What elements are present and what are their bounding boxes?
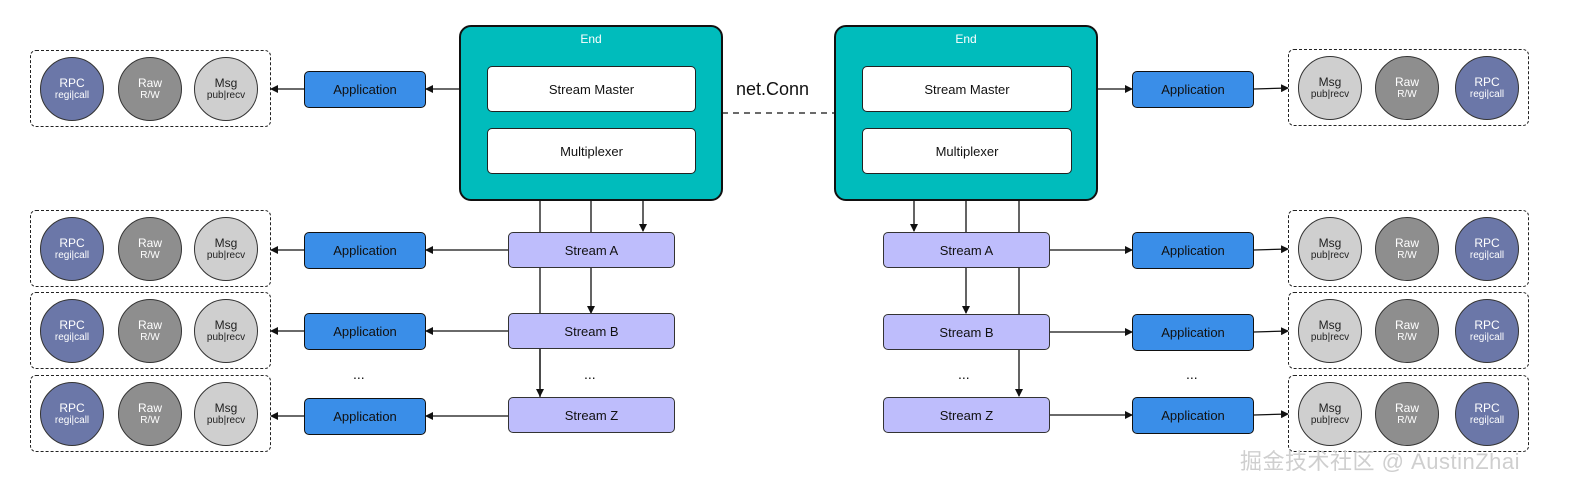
right-service-group-2 [1288,292,1529,369]
left-stream-b: Stream B [508,313,675,349]
left-stream-ellipsis: ... [584,366,596,382]
right-application-z: Application [1132,397,1254,434]
right-service-group-3 [1288,375,1529,452]
left-application-b: Application [304,313,426,350]
net-conn-label: net.Conn [736,79,810,99]
left-service-group-3 [30,375,271,452]
watermark: 掘金技术社区 @ AustinZhai [1240,449,1520,474]
left-app-ellipsis: ... [353,366,365,382]
right-application-b: Application [1132,314,1254,351]
right-service-group-1 [1288,210,1529,287]
left-end-box: End [459,25,723,201]
right-service-group-0 [1288,49,1529,126]
right-application-master: Application [1132,71,1254,108]
right-application-a: Application [1132,232,1254,269]
left-stream-master: Stream Master [487,66,696,112]
left-end-title: End [580,32,602,46]
left-service-group-1 [30,210,271,287]
left-application-z: Application [304,398,426,435]
right-stream-a: Stream A [883,232,1050,268]
left-service-group-0 [30,50,271,127]
right-end-title: End [955,32,977,46]
left-application-master: Application [304,71,426,108]
right-stream-b: Stream B [883,314,1050,350]
right-multiplexer: Multiplexer [862,128,1072,174]
right-stream-master: Stream Master [862,66,1072,112]
left-application-a: Application [304,232,426,269]
left-stream-a: Stream A [508,232,675,268]
right-stream-z: Stream Z [883,397,1050,433]
right-stream-ellipsis: ... [958,366,970,382]
right-app-ellipsis: ... [1186,366,1198,382]
left-stream-z: Stream Z [508,397,675,433]
left-multiplexer: Multiplexer [487,128,696,174]
right-end-box: End [834,25,1098,201]
left-service-group-2 [30,292,271,369]
